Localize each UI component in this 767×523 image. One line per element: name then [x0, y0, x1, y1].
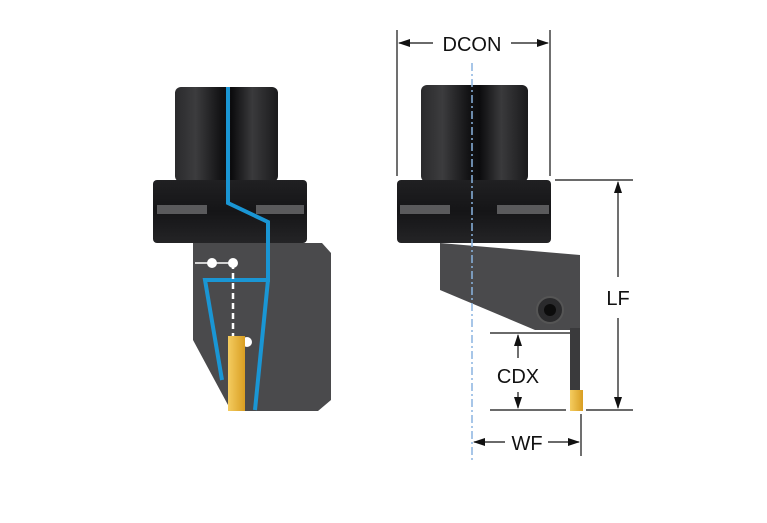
coolant-port-2 — [228, 258, 238, 268]
lf-label: LF — [606, 288, 629, 310]
cutting-insert — [228, 336, 245, 411]
front-view — [153, 87, 331, 411]
dcon-label: DCON — [443, 34, 502, 56]
arrowheads — [398, 39, 622, 446]
wf-label: WF — [511, 433, 542, 455]
coolant-port-1 — [207, 258, 217, 268]
flange — [397, 180, 551, 243]
flange-slot-right — [497, 205, 549, 214]
screw-socket-icon — [544, 304, 556, 316]
blade — [570, 328, 580, 393]
flange-slot-left — [400, 205, 450, 214]
cdx-label: CDX — [497, 366, 539, 388]
coolant-channel — [202, 87, 270, 411]
cutting-insert — [570, 390, 583, 411]
cylinder-head — [421, 85, 528, 182]
side-view — [397, 63, 583, 462]
flange-slot-left — [157, 205, 207, 214]
flange-slot-right — [256, 205, 304, 214]
